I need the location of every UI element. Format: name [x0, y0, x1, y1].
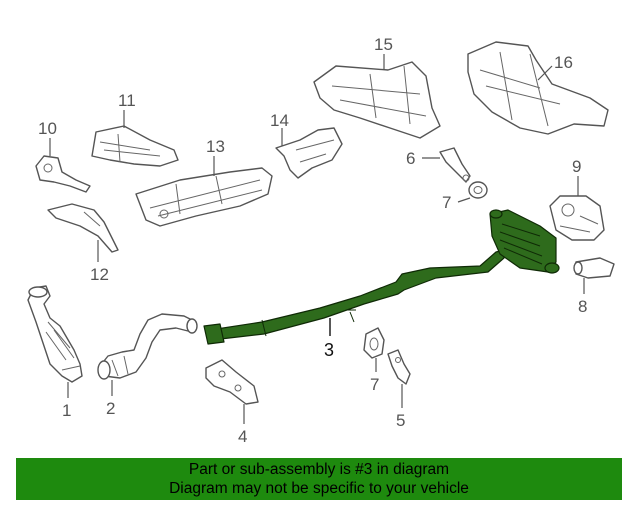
leader-16: [537, 65, 553, 81]
part-11-heat-shield[interactable]: [91, 125, 179, 167]
part-5-hanger-bracket[interactable]: [387, 349, 411, 385]
part-7-gasket-lower[interactable]: [363, 327, 385, 359]
callout-8: 8: [578, 297, 587, 316]
callout-6: 6: [406, 149, 415, 168]
callout-7-lower: 7: [370, 375, 379, 394]
part-16-heat-shield[interactable]: [467, 41, 609, 135]
callout-2: 2: [106, 399, 115, 418]
banner-line-1: Part or sub-assembly is #3 in diagram: [188, 461, 450, 478]
part-2-front-pipe[interactable]: [97, 313, 198, 380]
part-8-tailpipe-tip[interactable]: [573, 257, 615, 279]
callout-15: 15: [374, 35, 393, 54]
part-7-gasket-upper[interactable]: [468, 181, 488, 199]
callout-4: 4: [238, 427, 247, 446]
banner-line-2: Diagram may not be specific to your vehi…: [169, 480, 469, 497]
callout-7-upper: 7: [442, 193, 451, 212]
part-3-intermediate-pipe-muffler[interactable]: [203, 209, 560, 345]
info-banner: Part or sub-assembly is #3 in diagram Di…: [16, 458, 622, 500]
part-1-catalytic-converter[interactable]: [27, 285, 83, 383]
part-14-heat-shield[interactable]: [275, 127, 343, 179]
callout-3: 3: [324, 340, 334, 360]
callout-14: 14: [270, 111, 289, 130]
part-10-mount[interactable]: [35, 155, 91, 193]
callout-10: 10: [38, 119, 57, 138]
callout-13: 13: [206, 137, 225, 156]
callout-9: 9: [572, 157, 581, 176]
part-6-hanger[interactable]: [439, 147, 471, 183]
exhaust-system-diagram: 1 2 4 3 7 5: [27, 35, 615, 446]
part-4-bracket[interactable]: [205, 359, 259, 405]
callout-12: 12: [90, 265, 109, 284]
callout-5: 5: [396, 411, 405, 430]
callout-16: 16: [554, 53, 573, 72]
part-15-heat-shield[interactable]: [313, 61, 441, 139]
callout-1: 1: [62, 401, 71, 420]
callout-11: 11: [118, 91, 136, 110]
leader-7-upper: [457, 197, 471, 203]
part-12-bracket[interactable]: [47, 203, 119, 253]
part-9-actuator[interactable]: [549, 195, 605, 241]
part-13-heat-shield[interactable]: [135, 167, 273, 227]
